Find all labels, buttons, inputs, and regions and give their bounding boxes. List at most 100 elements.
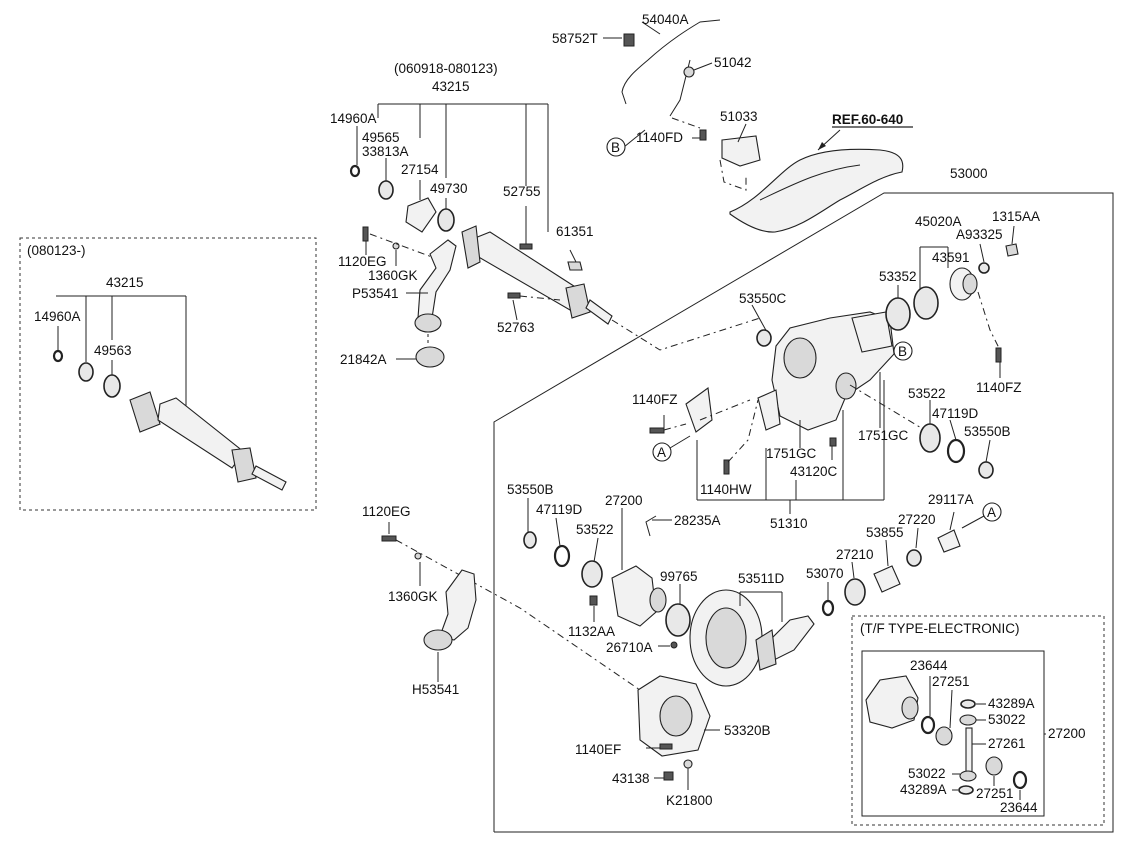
bolt-52755-shape [519, 243, 533, 250]
label-1751GC-left: 1751GC [766, 446, 817, 461]
bolt-1140EF-shape [659, 743, 673, 750]
label-61351: 61351 [556, 224, 594, 239]
leader-51033 [737, 123, 747, 143]
bushing-lower-shape [423, 629, 453, 651]
spline-left-shape [251, 465, 287, 491]
label-1360GK-top: 1360GK [368, 268, 418, 283]
plug-43120C-shape [829, 437, 837, 447]
plug-43138-shape [663, 771, 674, 781]
label-43138: 43138 [612, 771, 650, 786]
tf-gear-53022-a [959, 714, 977, 726]
label-53522-left: 53522 [576, 522, 614, 537]
washer-1360GK-bot-shape [414, 552, 422, 560]
seal-53550C-shape [756, 329, 772, 347]
leader-29117A [949, 511, 955, 531]
bearing-53522-right [919, 423, 941, 453]
label-53550B-right: 53550B [964, 424, 1011, 439]
label-14960A-left: 14960A [34, 309, 81, 324]
plate-61351-shape [567, 261, 583, 271]
ring-47119D-left [553, 544, 571, 568]
pin-28235A-shape [645, 515, 657, 537]
leader-61351 [569, 249, 577, 263]
label-58752T: 58752T [552, 31, 598, 46]
label-33813A: 33813A [362, 144, 409, 159]
label-53550B-left: 53550B [507, 482, 554, 497]
bolt-1120EG-top-shape [362, 226, 369, 242]
seal-49730-shape [437, 208, 455, 232]
label-43289A-b: 43289A [900, 782, 947, 797]
label-53022-a: 53022 [988, 712, 1026, 727]
shaft-flange-top [565, 283, 591, 319]
label-ref-60-640: REF.60-640 [832, 112, 903, 127]
shaft-yoke-top [461, 225, 481, 269]
label-27200-tf: 27200 [1048, 726, 1086, 741]
bearing-cap-left [685, 387, 713, 433]
bolt-1140HW-shape [723, 459, 730, 475]
label-47119D-left: 47119D [536, 502, 583, 517]
oring-14960A-top [349, 164, 361, 178]
flange-27154-shape [405, 197, 437, 233]
seal-53550B-left [523, 531, 537, 549]
dash-52763 [519, 295, 561, 301]
tf-washer-43289A-b [958, 785, 974, 795]
tf-washer-23644-a [920, 715, 936, 735]
label-1315AA: 1315AA [992, 209, 1040, 224]
ref-circles [606, 137, 1002, 522]
leader-refA-right [961, 515, 985, 529]
carrier-group [649, 225, 1019, 514]
bracket-H53541-shape [439, 569, 477, 641]
label-54040A: 54040A [642, 12, 689, 27]
label-P53541: P53541 [352, 286, 399, 301]
tf-gear-27251-b [985, 756, 1003, 776]
label-ref-A-right: A [987, 505, 996, 520]
washer-99765-shape [665, 603, 691, 637]
dash-1140FZ-left [663, 423, 687, 431]
bolt-1140FD-shape [699, 129, 707, 141]
label-23644-a: 23644 [910, 658, 948, 673]
frame-ref-group [729, 126, 913, 233]
frame-detail-line [759, 164, 861, 201]
bearing-cap-right [757, 389, 781, 431]
tf-case-hub [901, 696, 919, 720]
tf-electronic-outer-box [851, 615, 1105, 826]
label-21842A: 21842A [340, 352, 387, 367]
dash-bracket [719, 159, 747, 191]
gear-group [523, 498, 985, 790]
label-ref-B-top: B [611, 140, 620, 155]
label-27154: 27154 [401, 162, 439, 177]
label-53000: 53000 [950, 166, 988, 181]
label-27261: 27261 [988, 736, 1026, 751]
label-ref-A-left: A [657, 445, 666, 460]
bolt-1132AA-shape [589, 595, 598, 606]
label-43215-top: 43215 [432, 79, 470, 94]
label-51042: 51042 [714, 55, 752, 70]
nut-1315AA-shape [1005, 243, 1019, 257]
seal-27220-shape [906, 549, 922, 567]
label-49565: 49565 [362, 130, 400, 145]
cover-center [659, 695, 693, 737]
label-49730: 49730 [430, 181, 468, 196]
variant-080123-box [19, 237, 317, 511]
label-14960A-top: 14960A [330, 111, 377, 126]
ref-circle-B-top [606, 137, 626, 157]
ref-circle-B-mid [893, 341, 913, 361]
tf-shaft-27261 [965, 727, 973, 773]
yoke-left-shape [129, 391, 161, 433]
bushing-top-shape [414, 313, 442, 333]
pinion-head [755, 629, 777, 671]
dash-1140HW [727, 399, 759, 463]
label-080123: (080123-) [27, 243, 86, 258]
diff-case-27200-shape [611, 565, 657, 627]
shaft-tube-left [157, 397, 245, 469]
clip-58752T-shape [623, 33, 635, 47]
spacer-53855-shape [873, 565, 901, 593]
label-53022-b: 53022 [908, 766, 946, 781]
carrier-bore-shape [783, 337, 817, 379]
labels: 58752T 54040A 51042 51033 1140FD B REF.6… [27, 12, 1086, 815]
clip-51042-shape [683, 66, 695, 78]
breather-group [603, 19, 761, 191]
frame-crossmember-shape [729, 148, 904, 233]
tf-washer-43289A-a [960, 699, 976, 709]
label-1140FD: 1140FD [636, 130, 683, 145]
leader-54040A [641, 21, 661, 35]
